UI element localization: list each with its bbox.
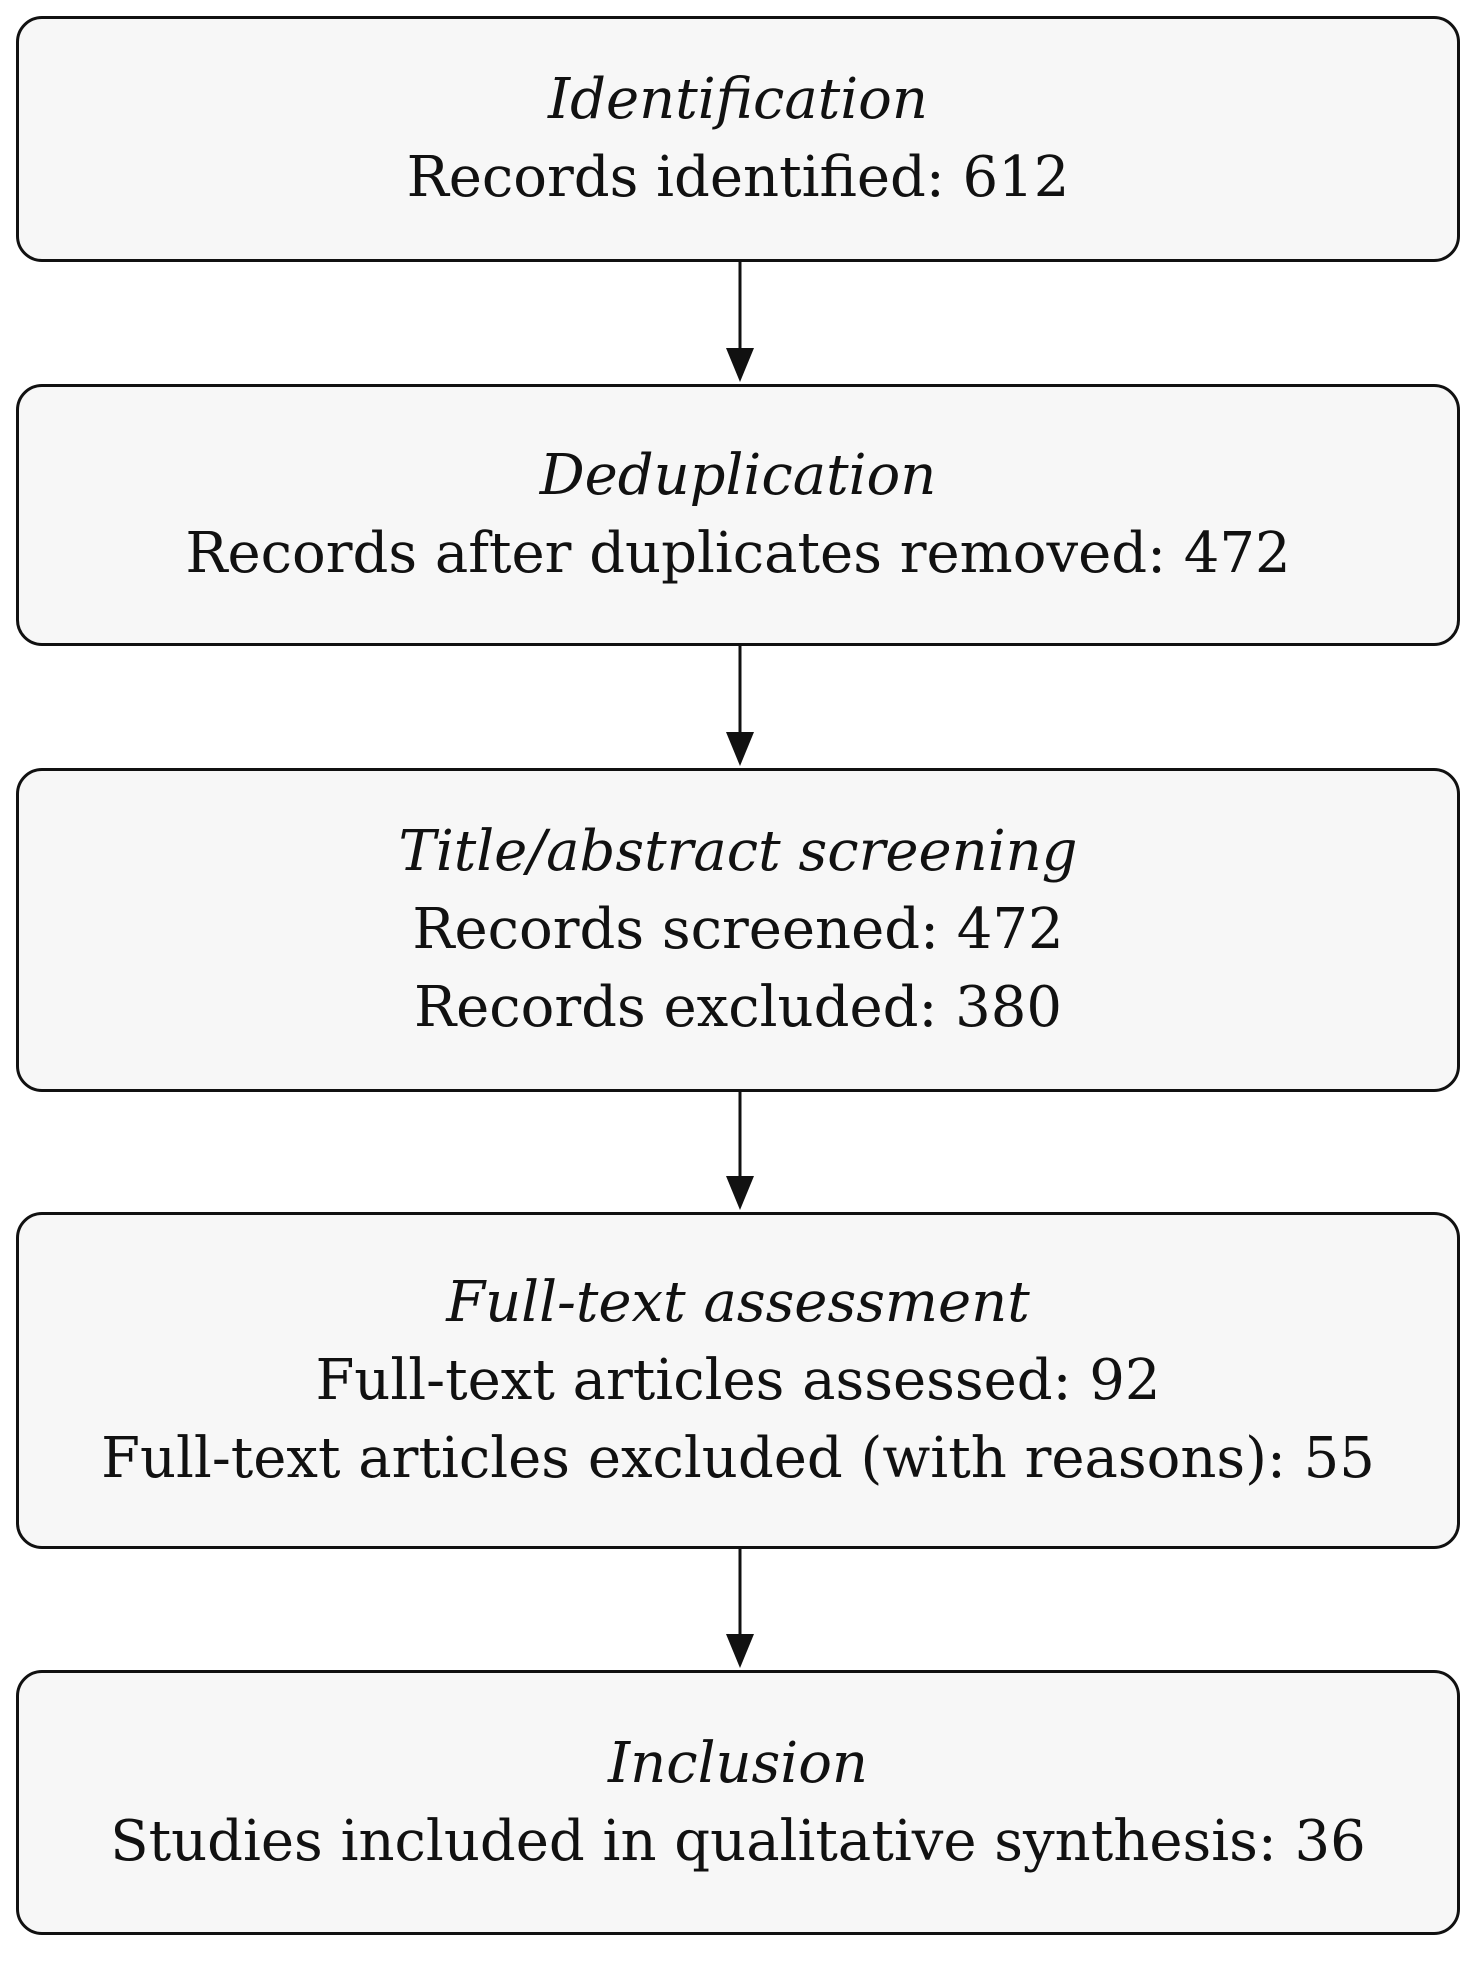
step-title: Title/abstract screening bbox=[398, 819, 1078, 884]
step-screening-box: Title/abstract screening Records screene… bbox=[16, 768, 1460, 1092]
arrow-1 bbox=[726, 262, 754, 382]
step-line: Full-text articles excluded (with reason… bbox=[101, 1425, 1375, 1491]
step-line: Records after duplicates removed: 472 bbox=[185, 521, 1291, 586]
step-line: Records excluded: 380 bbox=[414, 975, 1062, 1040]
step-line: Records screened: 472 bbox=[412, 897, 1064, 962]
step-identification-box: Identification Records identified: 612 bbox=[16, 16, 1460, 262]
step-line: Records identified: 612 bbox=[406, 145, 1070, 210]
step-title: Inclusion bbox=[608, 1730, 868, 1796]
step-deduplication-box: Deduplication Records after duplicates r… bbox=[16, 384, 1460, 646]
step-inclusion-box: Inclusion Studies included in qualitativ… bbox=[16, 1670, 1460, 1935]
step-line: Full-text articles assessed: 92 bbox=[315, 1347, 1161, 1413]
step-title: Identification bbox=[548, 67, 928, 132]
arrow-3 bbox=[726, 1092, 754, 1210]
step-line: Studies included in qualitative synthesi… bbox=[110, 1808, 1366, 1874]
arrow-4 bbox=[726, 1549, 754, 1668]
arrow-2 bbox=[726, 646, 754, 766]
step-title: Full-text assessment bbox=[446, 1269, 1030, 1335]
step-fulltext-box: Full-text assessment Full-text articles … bbox=[16, 1212, 1460, 1549]
step-title: Deduplication bbox=[539, 443, 937, 508]
